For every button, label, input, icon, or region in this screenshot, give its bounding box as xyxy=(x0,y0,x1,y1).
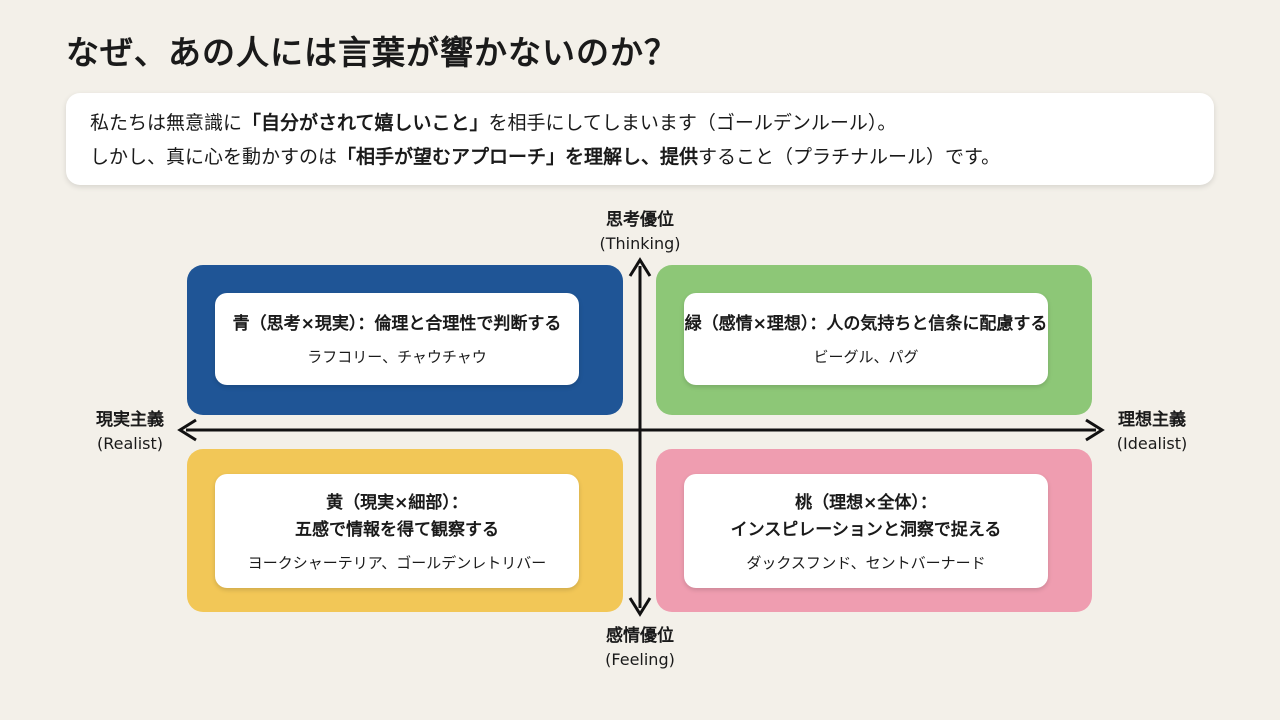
arrow-up-icon xyxy=(628,257,652,277)
intro-line-2: しかし、真に心を動かすのは「相手が望むアプローチ」を理解し、提供すること（プラチ… xyxy=(90,140,1190,174)
axis-label-left-jp: 現実主義 xyxy=(96,410,164,430)
intro-line-1: 私たちは無意識に「自分がされて嬉しいこと」を相手にしてしまいます（ゴールデンルー… xyxy=(90,106,1190,140)
axis-label-bottom-jp: 感情優位 xyxy=(606,626,674,646)
intro-box: 私たちは無意識に「自分がされて嬉しいこと」を相手にしてしまいます（ゴールデンルー… xyxy=(66,93,1214,185)
quadrant-green: 緑（感情×理想）：人の気持ちと信条に配慮する ビーグル、パグ xyxy=(656,265,1092,415)
intro-line-2-pre: しかし、真に心を動かすのは xyxy=(90,146,338,168)
intro-line-2-post: すること（プラチナルール）です。 xyxy=(698,146,1001,168)
axis-label-right-en: (Idealist) xyxy=(1116,434,1188,453)
axis-label-left-en: (Realist) xyxy=(96,434,164,453)
quadrant-blue-title: 青（思考×現実）：倫理と合理性で判断する xyxy=(232,314,562,334)
quadrant-pink-card: 桃（理想×全体）： インスピレーションと洞察で捉える ダックスフンド、セントバー… xyxy=(684,474,1048,588)
axis-label-bottom: 感情優位 (Feeling) xyxy=(580,624,700,672)
axis-label-top: 思考優位 (Thinking) xyxy=(580,208,700,256)
intro-line-2-bold-1: 「相手が望むアプローチ」を理解し、 xyxy=(337,146,661,168)
quadrant-yellow-title-line-2: 五感で情報を得て観察する xyxy=(295,519,499,540)
quadrant-pink-title-line-1: 桃（理想×全体）： xyxy=(795,492,937,513)
quadrant-yellow-examples: ヨークシャーテリア、ゴールデンレトリバー xyxy=(247,553,547,572)
quadrant-blue-card: 青（思考×現実）：倫理と合理性で判断する ラフコリー、チャウチャウ xyxy=(215,293,579,385)
intro-line-1-pre: 私たちは無意識に xyxy=(90,112,243,134)
page-title: なぜ、あの人には言葉が響かないのか？ xyxy=(66,33,678,72)
quadrant-pink-examples: ダックスフンド、セントバーナード xyxy=(746,553,986,572)
quadrant-yellow-title-line-1: 黄（現実×細部）： xyxy=(326,492,468,513)
quadrant-yellow-card: 黄（現実×細部）： 五感で情報を得て観察する ヨークシャーテリア、ゴールデンレト… xyxy=(215,474,579,588)
quadrant-yellow: 黄（現実×細部）： 五感で情報を得て観察する ヨークシャーテリア、ゴールデンレト… xyxy=(187,449,623,612)
quadrant-green-title: 緑（感情×理想）：人の気持ちと信条に配慮する xyxy=(684,314,1048,334)
intro-line-2-bold-2: 提供 xyxy=(660,146,699,168)
axis-label-right-jp: 理想主義 xyxy=(1118,410,1186,430)
arrow-down-icon xyxy=(628,597,652,617)
quadrant-green-card: 緑（感情×理想）：人の気持ちと信条に配慮する ビーグル、パグ xyxy=(684,293,1048,385)
arrow-left-icon xyxy=(177,418,197,442)
arrow-right-icon xyxy=(1085,418,1105,442)
intro-line-1-post: を相手にしてしまいます（ゴールデンルール）。 xyxy=(488,112,897,134)
quadrant-pink: 桃（理想×全体）： インスピレーションと洞察で捉える ダックスフンド、セントバー… xyxy=(656,449,1092,612)
axis-label-top-en: (Thinking) xyxy=(599,234,681,253)
quadrant-blue: 青（思考×現実）：倫理と合理性で判断する ラフコリー、チャウチャウ xyxy=(187,265,623,415)
axis-label-right: 理想主義 (Idealist) xyxy=(1102,408,1202,456)
axis-label-left: 現実主義 (Realist) xyxy=(80,408,180,456)
quadrant-green-examples: ビーグル、パグ xyxy=(813,348,919,366)
intro-line-1-bold: 「自分がされて嬉しいこと」 xyxy=(242,112,489,134)
quadrant-pink-title-line-2: インスピレーションと洞察で捉える xyxy=(730,519,1002,540)
axis-label-bottom-en: (Feeling) xyxy=(605,650,675,669)
axis-label-top-jp: 思考優位 xyxy=(606,210,674,230)
quadrant-blue-examples: ラフコリー、チャウチャウ xyxy=(307,348,487,366)
